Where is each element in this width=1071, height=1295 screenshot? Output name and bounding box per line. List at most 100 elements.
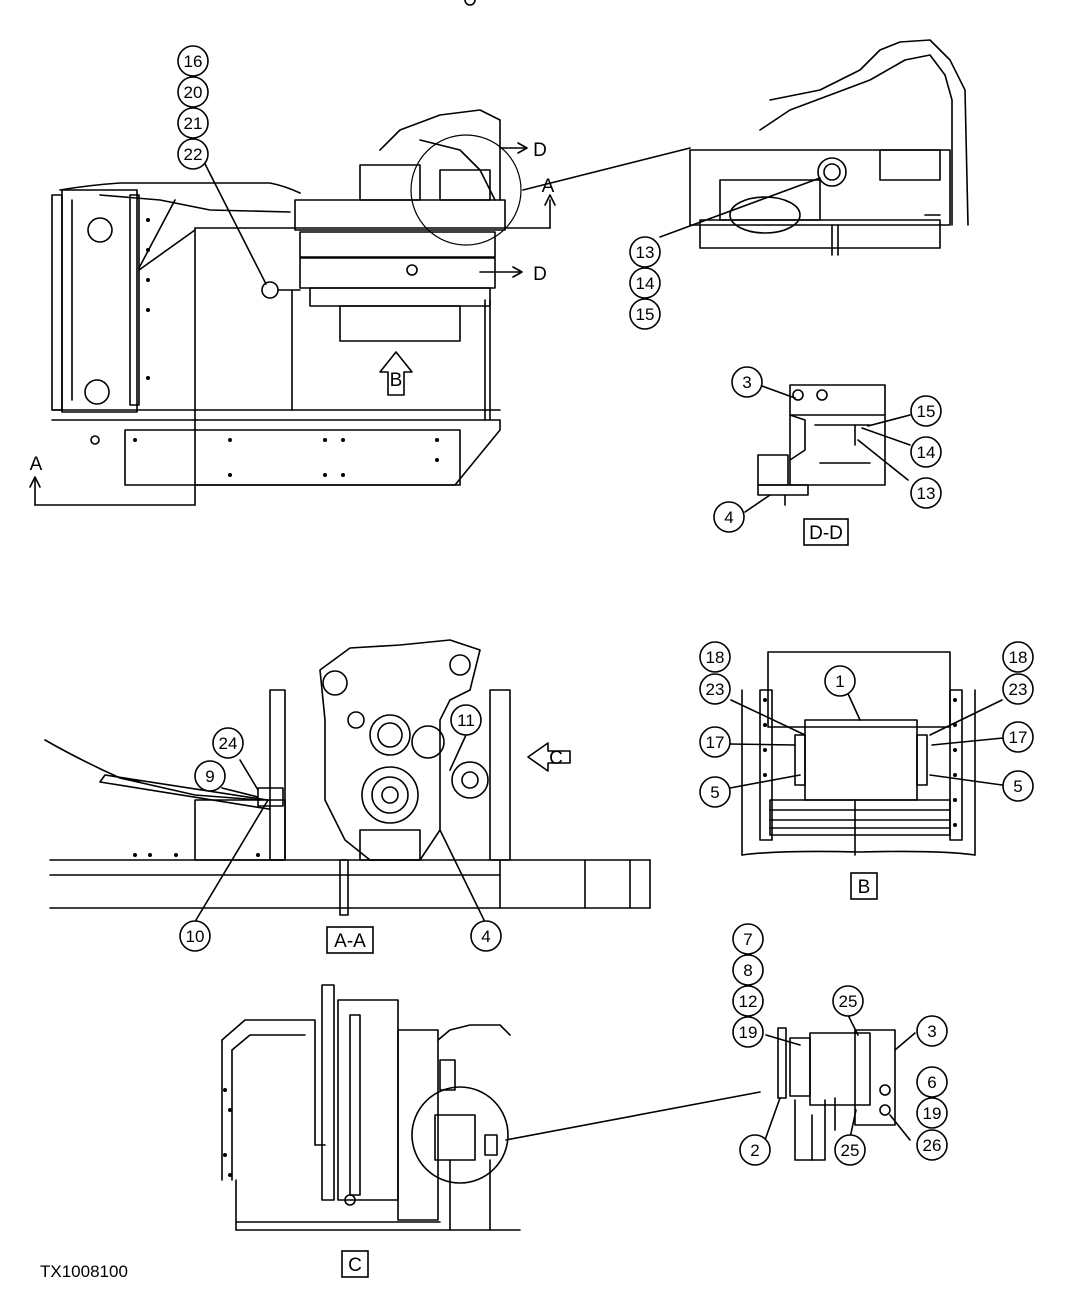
callout-balloon: 13 [910, 477, 942, 509]
svg-text:23: 23 [1009, 680, 1028, 699]
callout-balloon: 7 [732, 923, 764, 955]
section-a-right-marker: A [542, 176, 555, 197]
section-a-a-drawing [44, 639, 651, 921]
callout-balloon: 19 [732, 1016, 764, 1048]
svg-text:5: 5 [710, 783, 719, 802]
svg-text:18: 18 [1009, 648, 1028, 667]
view-c-detail-drawing [764, 1014, 916, 1161]
callout-balloon: 15 [629, 298, 661, 330]
view-labels: D-D A-A B C [326, 518, 878, 1278]
svg-text:2: 2 [750, 1141, 759, 1160]
section-d-d-drawing [744, 384, 911, 513]
callout-balloon: 9 [194, 760, 226, 792]
svg-text:22: 22 [184, 145, 203, 164]
callout-balloon: 26 [916, 1129, 948, 1161]
view-label-d-d: D-D [803, 518, 849, 546]
view-label-b: B [850, 872, 878, 900]
svg-text:24: 24 [219, 734, 238, 753]
svg-text:A-A: A-A [334, 931, 366, 952]
callout-balloon: 5 [699, 776, 731, 808]
svg-text:19: 19 [739, 1023, 758, 1042]
view-c-drawing [221, 984, 761, 1231]
svg-text:4: 4 [724, 508, 733, 527]
callout-balloon: 16 [177, 45, 209, 77]
callout-balloon: 22 [177, 138, 209, 170]
svg-text:C: C [348, 1255, 362, 1276]
callout-balloon: 18 [1002, 641, 1034, 673]
svg-text:B: B [858, 877, 871, 898]
svg-text:26: 26 [923, 1136, 942, 1155]
svg-text:13: 13 [917, 484, 936, 503]
svg-text:10: 10 [186, 927, 205, 946]
svg-text:18: 18 [706, 648, 725, 667]
svg-text:15: 15 [636, 305, 655, 324]
main-view-drawing [29, 0, 691, 506]
svg-text:19: 19 [923, 1104, 942, 1123]
view-b-drawing [729, 651, 1004, 856]
svg-text:3: 3 [742, 373, 751, 392]
svg-text:16: 16 [184, 52, 203, 71]
callout-balloon: 14 [629, 267, 661, 299]
callout-balloon: 17 [699, 726, 731, 758]
callout-balloon: 13 [629, 236, 661, 268]
callout-balloon: 11 [450, 704, 482, 736]
callout-balloons: 16 20 21 22 13 14 15 3 15 14 13 4 24 9 1… [177, 45, 1034, 1166]
svg-text:9: 9 [205, 767, 214, 786]
section-d-bottom-marker: D [533, 264, 547, 285]
svg-text:17: 17 [1009, 728, 1028, 747]
callout-balloon: 1 [824, 665, 856, 697]
view-c-arrow-label: C [549, 748, 563, 769]
section-a-left-marker: A [30, 454, 43, 475]
callout-balloon: 4 [713, 501, 745, 533]
svg-text:11: 11 [457, 711, 475, 730]
callout-balloon: 2 [739, 1134, 771, 1166]
callout-balloon: 19 [916, 1097, 948, 1129]
svg-text:14: 14 [917, 443, 936, 462]
svg-text:4: 4 [481, 927, 490, 946]
svg-text:17: 17 [706, 733, 725, 752]
view-b-arrow-label: B [390, 370, 403, 391]
callout-balloon: 23 [699, 673, 731, 705]
svg-text:D-D: D-D [809, 523, 843, 544]
callout-balloon: 18 [699, 641, 731, 673]
callout-balloon: 21 [177, 107, 209, 139]
svg-text:13: 13 [636, 243, 655, 262]
svg-text:25: 25 [839, 992, 858, 1011]
svg-text:20: 20 [184, 83, 203, 102]
callout-balloon: 25 [832, 985, 864, 1017]
callout-balloon: 10 [179, 920, 211, 952]
callout-balloon: 23 [1002, 673, 1034, 705]
section-d-top-marker: D [533, 140, 547, 161]
view-label-a-a: A-A [326, 926, 374, 954]
callout-balloon: 14 [910, 436, 942, 468]
callout-balloon: 20 [177, 76, 209, 108]
callout-balloon: 25 [834, 1134, 866, 1166]
svg-text:21: 21 [184, 114, 203, 133]
svg-text:14: 14 [636, 274, 655, 293]
callout-balloon: 6 [916, 1066, 948, 1098]
callout-balloon: 5 [1002, 770, 1034, 802]
callout-balloon: 17 [1002, 721, 1034, 753]
callout-balloon: 15 [910, 395, 942, 427]
callout-balloon: 4 [470, 920, 502, 952]
svg-text:25: 25 [841, 1141, 860, 1160]
callout-balloon: 3 [916, 1015, 948, 1047]
svg-text:12: 12 [739, 992, 758, 1011]
callout-balloon: 3 [731, 366, 763, 398]
callout-balloon: 8 [732, 954, 764, 986]
top-right-detail-drawing [659, 39, 969, 256]
figure-id: TX1008100 [40, 1262, 128, 1281]
view-label-c: C [341, 1250, 369, 1278]
svg-text:23: 23 [706, 680, 725, 699]
svg-text:5: 5 [1013, 777, 1022, 796]
svg-text:3: 3 [927, 1022, 936, 1041]
svg-text:7: 7 [743, 930, 752, 949]
svg-text:15: 15 [917, 402, 936, 421]
svg-text:8: 8 [743, 961, 752, 980]
callout-balloon: 24 [212, 727, 244, 759]
svg-text:1: 1 [835, 672, 844, 691]
callout-balloon: 12 [732, 985, 764, 1017]
section-markers: A A D D B C [30, 140, 563, 769]
svg-text:6: 6 [927, 1073, 936, 1092]
